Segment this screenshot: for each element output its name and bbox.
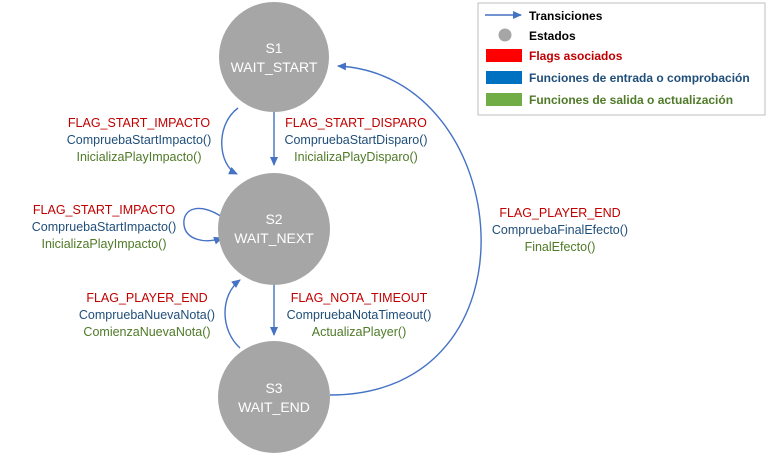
state-s1: S1 WAIT_START [219, 2, 329, 112]
legend-entry-label: Funciones de entrada o comprobación [529, 71, 750, 85]
arrow-s2-self-loop [183, 207, 223, 245]
arrow-s1-to-s2-curved [221, 107, 239, 175]
state-s3-name: WAIT_END [238, 399, 310, 415]
transition-arrows [183, 62, 482, 396]
legend-exit-swatch [486, 93, 522, 106]
transition-flag: FLAG_NOTA_TIMEOUT [291, 291, 428, 305]
legend-exit-label: Funciones de salida o actualización [529, 93, 733, 107]
label-s2-s3: FLAG_NOTA_TIMEOUT CompruebaNotaTimeout()… [287, 291, 432, 339]
legend: Transiciones Estados Flags asociados Fun… [477, 2, 766, 116]
label-s2-self: FLAG_START_IMPACTO CompruebaStartImpacto… [32, 203, 177, 251]
transition-action: InicializaPlayImpacto() [76, 150, 201, 164]
state-s2-name: WAIT_NEXT [234, 230, 314, 246]
legend-entry-swatch [486, 71, 522, 84]
transition-flag: FLAG_START_DISPARO [285, 116, 427, 130]
transition-check: CompruebaStartImpacto() [67, 133, 212, 147]
transition-check: CompruebaStartDisparo() [284, 133, 427, 147]
state-s3-circle [218, 341, 330, 453]
legend-transitions-label: Transiciones [529, 9, 603, 23]
transition-flag: FLAG_PLAYER_END [499, 206, 620, 220]
label-s1-s2-left: FLAG_START_IMPACTO CompruebaStartImpacto… [67, 116, 212, 164]
arrow-s3-to-s1 [329, 62, 482, 396]
state-s3: S3 WAIT_END [218, 341, 330, 453]
transition-check: CompruebaFinalEfecto() [492, 223, 628, 237]
transition-flag: FLAG_PLAYER_END [86, 291, 207, 305]
transition-action: InicializaPlayDisparo() [294, 150, 418, 164]
state-s1-circle [219, 2, 329, 112]
transition-flag: FLAG_START_IMPACTO [33, 203, 175, 217]
transition-check: CompruebaNuevaNota() [79, 308, 215, 322]
legend-box [477, 2, 766, 116]
label-s3-s1: FLAG_PLAYER_END CompruebaFinalEfecto() F… [492, 206, 628, 254]
legend-flag-swatch [486, 49, 522, 62]
state-s2: S2 WAIT_NEXT [218, 173, 330, 285]
transition-check: CompruebaStartImpacto() [32, 220, 177, 234]
transition-check: CompruebaNotaTimeout() [287, 308, 432, 322]
state-s2-circle [218, 173, 330, 285]
state-s1-name: WAIT_START [231, 59, 318, 75]
transition-action: InicializaPlayImpacto() [41, 237, 166, 251]
label-s3-s2: FLAG_PLAYER_END CompruebaNuevaNota() Com… [79, 291, 215, 339]
state-s1-id: S1 [265, 40, 282, 56]
transition-action: FinalEfecto() [525, 240, 596, 254]
legend-flags-label: Flags asociados [529, 49, 623, 63]
transition-action: ActualizaPlayer() [312, 325, 406, 339]
transition-flag: FLAG_START_IMPACTO [68, 116, 210, 130]
arrow-s3-to-s2 [224, 279, 241, 349]
transition-action: ComienzaNuevaNota() [83, 325, 210, 339]
legend-state-dot [498, 28, 512, 42]
legend-states-label: Estados [529, 29, 576, 43]
state-s3-id: S3 [265, 380, 282, 396]
state-s2-id: S2 [265, 211, 282, 227]
label-s1-s2-right: FLAG_START_DISPARO CompruebaStartDisparo… [284, 116, 427, 164]
